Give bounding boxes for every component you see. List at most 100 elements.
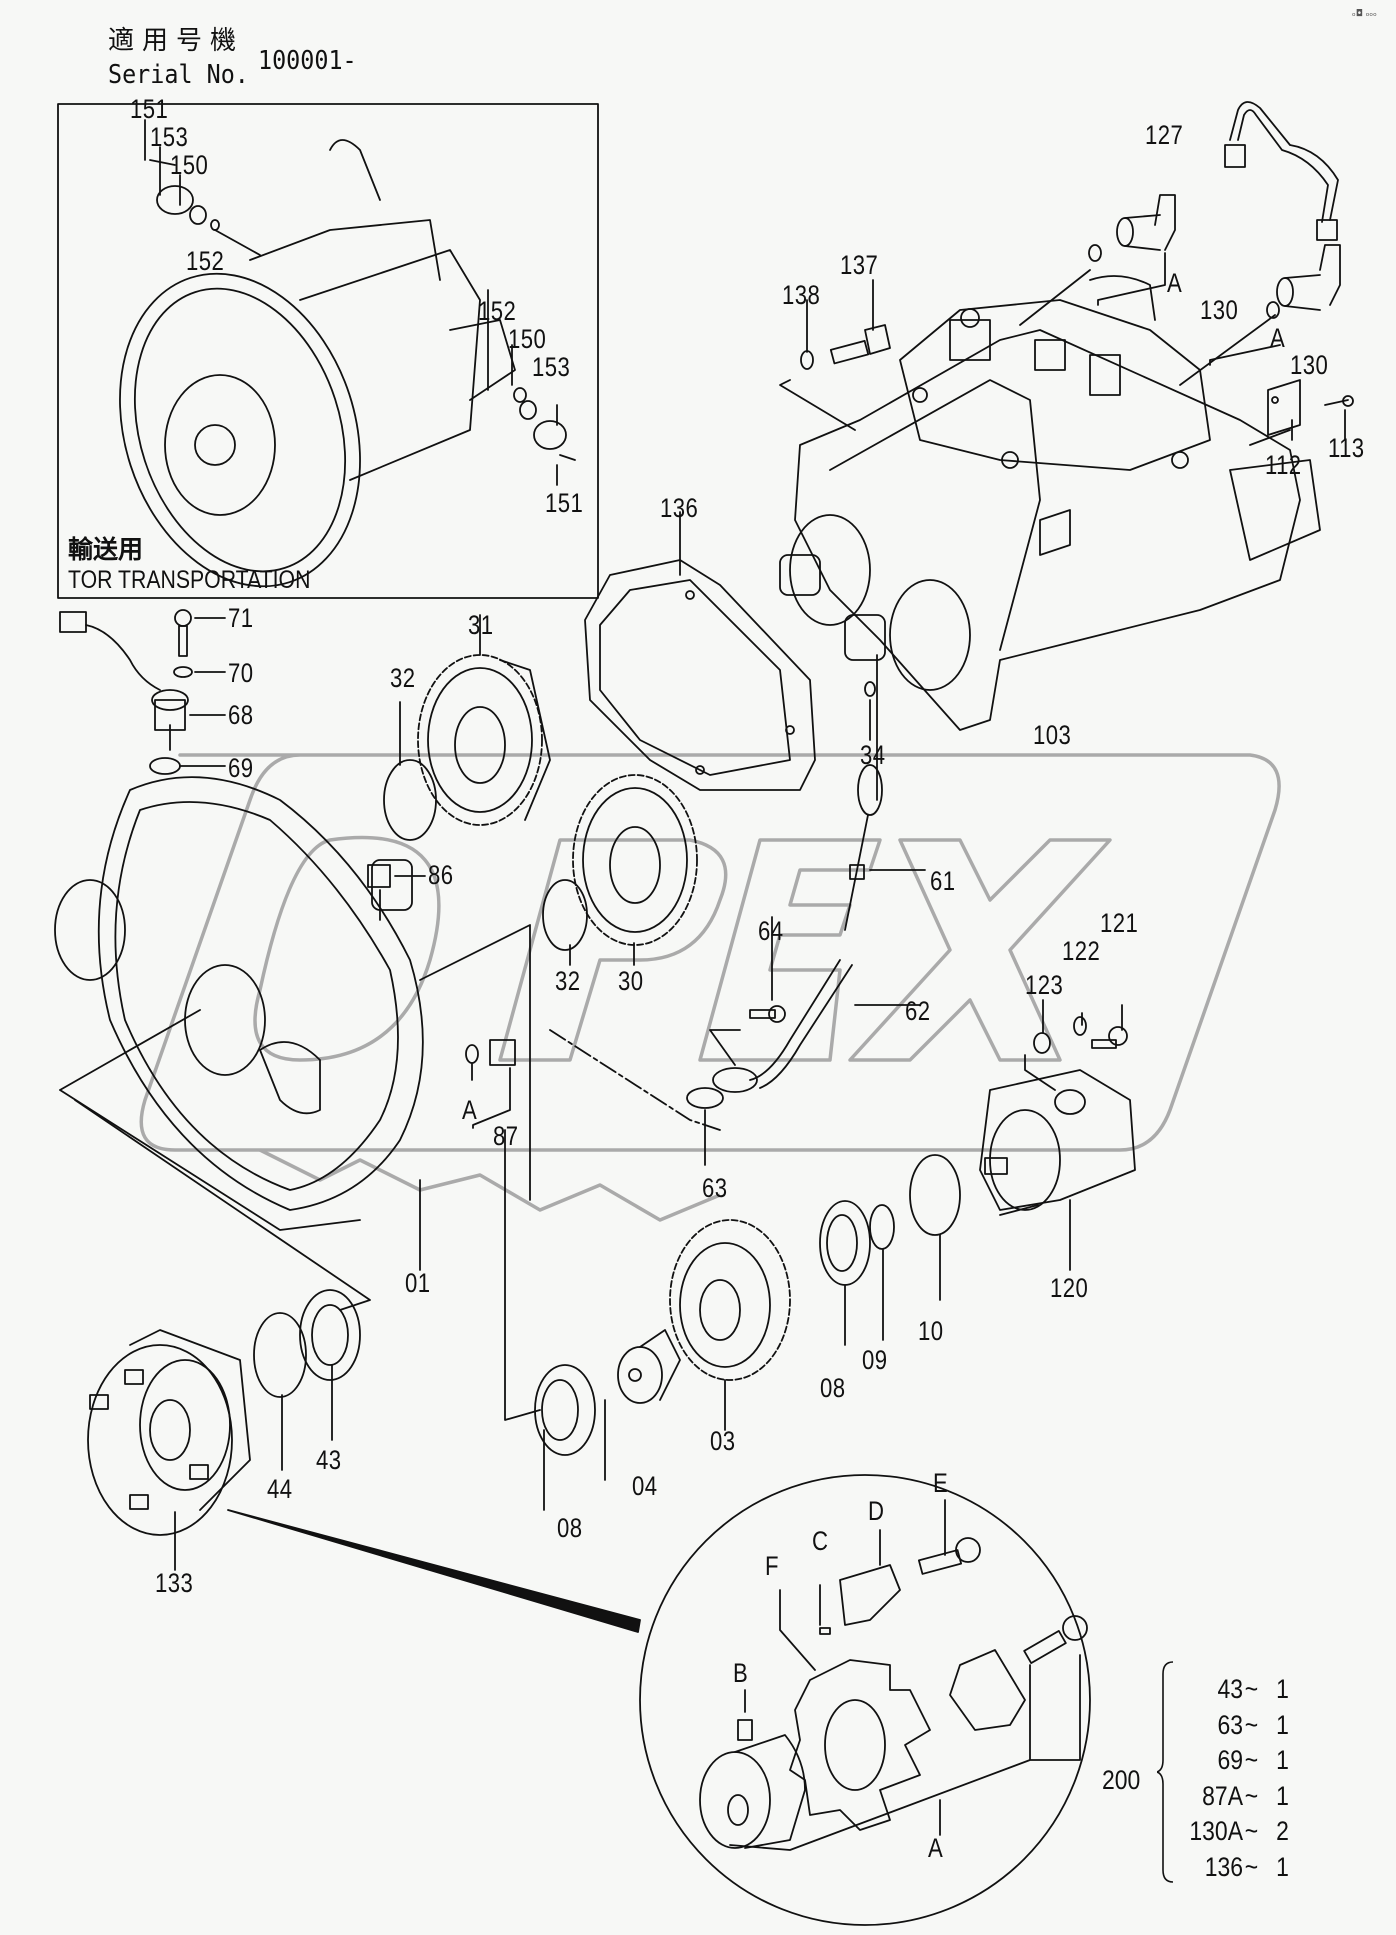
kit-item-qty: 2 [1276,1816,1289,1846]
kit-item-qty: 1 [1276,1674,1289,1704]
callout: 153 [150,122,189,152]
o-ring-69 [149,757,181,775]
callout-138: 138 [782,280,821,310]
detail-jaw-D [839,1564,901,1626]
screw-113 [1324,395,1354,407]
plug-87 [489,1039,516,1066]
kit-item-part: 63 [1217,1709,1243,1740]
gear-pump-120 [979,1069,1136,1211]
kit-item-part: 136 [1204,1851,1243,1882]
detail-callout-B: B [733,1658,749,1688]
washer-122 [1073,1016,1087,1036]
callout-120: 120 [1050,1273,1089,1303]
watermark-logo [139,753,1281,1222]
kit-item-list: 43~1 63~1 69~1 87A~1 130A~2 136~1 [1175,1674,1309,1887]
callout-A: A [462,1095,478,1125]
pin-34 [864,681,876,697]
elbow-fitting-lower [1266,244,1341,319]
guide-tube-62 [712,959,853,1093]
kit-item: 87A~1 [1175,1781,1289,1817]
oil-seal-43 [299,1289,361,1381]
kit-number: 200 [1102,1765,1141,1795]
callout: 153 [532,352,571,382]
callout: 150 [170,150,209,180]
kit-item: 43~1 [1175,1674,1289,1710]
callout-A: A [1270,323,1286,353]
callout-43: 43 [316,1445,342,1475]
detail-spider-F [789,1659,931,1831]
kit-item-part: 87A [1202,1780,1243,1811]
callout-127: 127 [1145,120,1184,150]
callout: 150 [508,324,547,354]
bolt-71 [174,609,192,657]
elbow-fitting-upper [1088,194,1176,262]
callout-103: 103 [1033,720,1072,750]
kit-item: 63~1 [1175,1709,1289,1746]
flywheel-housing-01 [54,776,424,1211]
callout-63: 63 [702,1173,728,1203]
callout-31: 31 [468,610,494,640]
detail-pointer [227,1509,641,1633]
bolt-137 [829,324,891,365]
bolt-64 [749,1005,786,1023]
callout: 151 [130,94,169,124]
serial-number-value: 100001- [258,46,357,76]
kit-brace [1157,1661,1174,1883]
o-ring-87a [465,1044,479,1064]
detail-callout-F: F [765,1551,779,1581]
callout-70: 70 [228,658,254,688]
callout-137: 137 [840,250,879,280]
detail-hub [699,1734,806,1849]
callout-121: 121 [1100,908,1139,938]
kit-item-qty: 1 [1276,1780,1289,1811]
callout-62: 62 [905,996,931,1026]
callout-01: 01 [405,1268,431,1298]
callout-136: 136 [660,493,699,523]
kit-item-part: 69 [1217,1745,1243,1775]
callout-68: 68 [228,700,254,730]
callout-44: 44 [267,1474,293,1504]
detail-circle [639,1474,1091,1926]
callout: 152 [478,296,517,326]
kit-item-tilde: ~ [1244,1745,1259,1775]
kit-item-qty: 1 [1276,1709,1289,1740]
inset-pump-assembly [119,139,516,588]
snap-ring-44 [253,1312,307,1398]
snap-ring-09 [869,1204,895,1250]
callout-30: 30 [618,966,644,996]
main-pump-body [779,329,1321,731]
callout-86: 86 [428,860,454,890]
detail-callout-D: D [868,1496,885,1526]
pinion-04 [617,1329,681,1404]
callout-08: 08 [557,1513,583,1543]
detail-jaw-right [949,1649,1026,1731]
coupling-133 [87,1329,251,1536]
kit-item: 69~1 [1175,1745,1289,1781]
callout-08: 08 [820,1373,846,1403]
callout-71: 71 [228,603,254,633]
detail-callout-C: C [812,1526,829,1556]
callout-10: 10 [918,1316,944,1346]
callout-130: 130 [1290,350,1329,380]
washer-123 [1033,1032,1051,1054]
callout-130: 130 [1200,295,1239,325]
inset-note-en: TOR TRANSPORTATION [68,566,311,594]
speed-sensor-68 [59,611,189,731]
corner-mark: ₒ◘ ₒₒₒ [1352,9,1377,19]
washer-70 [173,666,193,678]
callout-112: 112 [1265,450,1302,480]
callout-61: 61 [930,866,956,896]
callout: 151 [545,488,584,518]
gasket-136 [584,559,816,791]
kit-item-tilde: ~ [1244,1851,1259,1882]
applicable-model-label: 適用号機 [108,26,245,56]
gear-31 [417,654,551,826]
kit-item-qty: 1 [1276,1745,1289,1775]
kit-item-tilde: ~ [1244,1709,1259,1740]
detail-bolt-E [917,1537,981,1575]
inset-note-jp: 輸送用 [68,535,144,564]
detail-setscrew-B [737,1719,753,1741]
callout-03: 03 [710,1426,736,1456]
gear-30 [572,774,698,946]
